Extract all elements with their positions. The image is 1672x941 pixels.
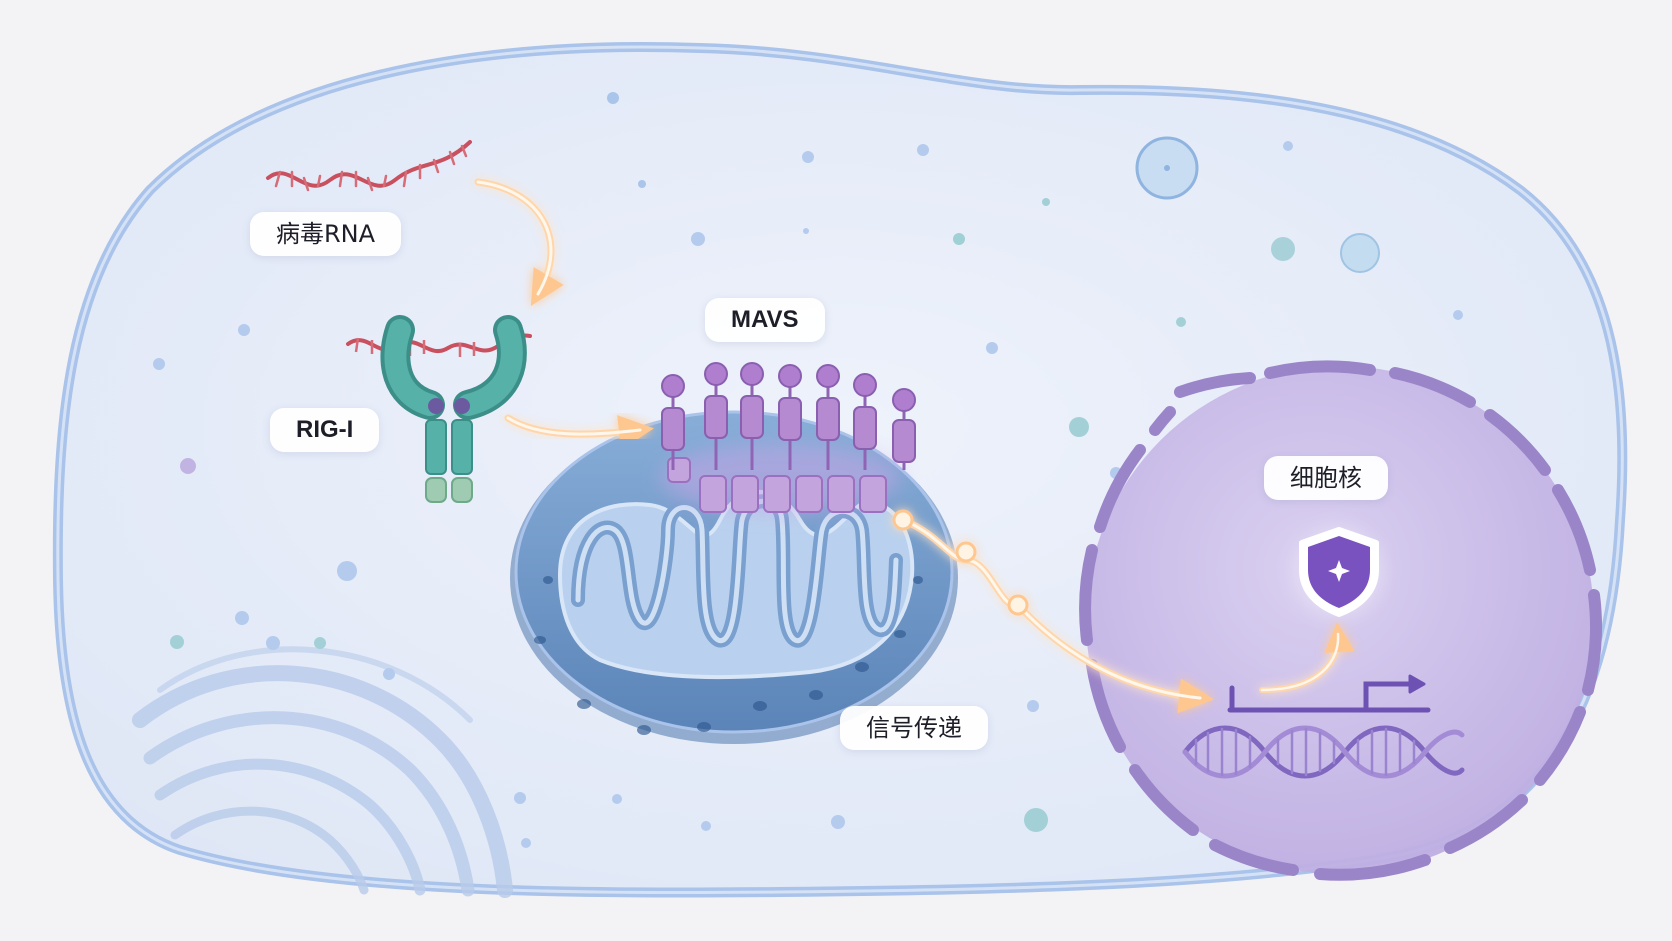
arrow-rna-to-rigi xyxy=(474,178,564,307)
label-rig-i: RIG-I xyxy=(270,408,380,452)
label-viral-rna: 病毒RNA xyxy=(250,212,402,256)
label-nucleus: 细胞核 xyxy=(1264,456,1388,500)
rig-i-protein xyxy=(346,315,532,503)
arrow-rigi-to-mavs xyxy=(504,414,654,450)
arrow-signal-to-nucleus xyxy=(892,509,1214,714)
mavs-stalks xyxy=(661,362,916,470)
label-mavs: MAVS xyxy=(705,298,825,342)
dna-helix-icon xyxy=(1182,674,1465,779)
arrow-gene-to-shield xyxy=(1259,622,1355,693)
vesicles xyxy=(153,92,1463,848)
viral-rna-icon xyxy=(266,140,472,192)
mavs-proteins xyxy=(660,362,916,513)
nucleus xyxy=(1079,360,1602,881)
endoplasmic-reticulum xyxy=(132,646,513,898)
shield-icon xyxy=(1295,527,1383,617)
label-signal-transduction: 信号传递 xyxy=(840,706,988,750)
